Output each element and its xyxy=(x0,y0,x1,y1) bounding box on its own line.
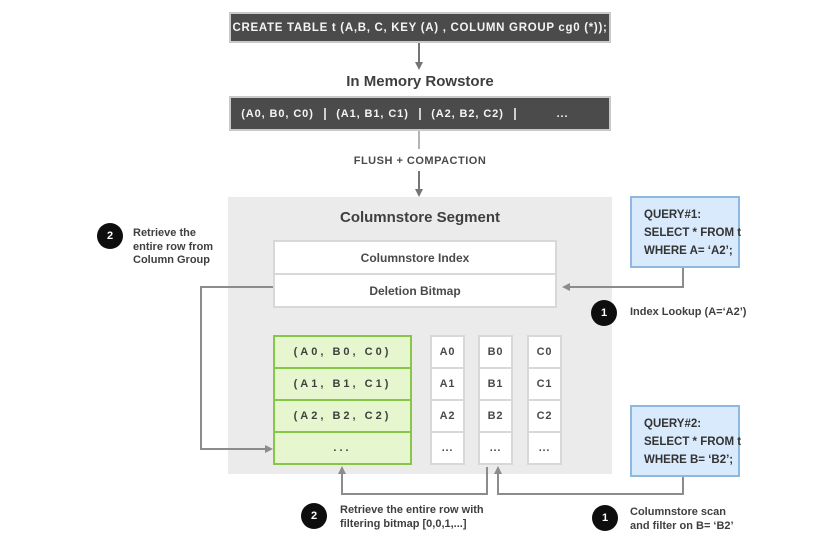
column-a-box: A0 A1 A2 ... xyxy=(430,335,465,465)
column-cell: ... xyxy=(480,431,511,463)
arrow-down-icon xyxy=(414,62,423,70)
column-cell: ... xyxy=(432,431,463,463)
create-table-box: CREATE TABLE t (A,B, C, KEY (A) , COLUMN… xyxy=(229,12,611,43)
step-label-scan-filter: Columnstore scan and filter on B= ‘B2’ xyxy=(630,506,770,533)
step-number: 2 xyxy=(310,510,318,522)
bitmap-connector-v2 xyxy=(341,474,343,495)
flow-line-mid2 xyxy=(418,171,420,190)
rowstore-cell: (A2, B2, C2) xyxy=(419,107,514,120)
query1-line: WHERE A= ‘A2’; xyxy=(644,245,733,257)
column-cell: C2 xyxy=(529,399,560,431)
step-label-line: Columnstore scan xyxy=(630,506,726,518)
query2-line: WHERE B= ‘B2’; xyxy=(644,454,734,466)
step-label-retrieve-bitmap: Retrieve the entire row with filtering b… xyxy=(340,504,520,531)
column-cell: C0 xyxy=(536,346,553,358)
query1-line: QUERY#1: xyxy=(644,209,702,221)
rowstore-bar: (A0, B0, C0) (A1, B1, C1) (A2, B2, C2) .… xyxy=(229,96,611,131)
step-badge: 2 xyxy=(301,503,327,529)
column-cell: B1 xyxy=(480,367,511,399)
rowstore-cell: (A1, B1, C1) xyxy=(324,107,419,120)
group-connector-h2 xyxy=(200,448,266,450)
column-group-row: (A2, B2, C2) xyxy=(275,399,410,431)
q2-connector-v2 xyxy=(497,474,499,495)
column-cell: A1 xyxy=(432,367,463,399)
query1-box: QUERY#1: SELECT * FROM t WHERE A= ‘A2’; xyxy=(630,196,742,268)
create-table-sql: CREATE TABLE t (A,B, C, KEY (A) , COLUMN… xyxy=(232,21,608,34)
step-label-line: Retrieve the entire row with xyxy=(340,504,484,516)
step-label-line: Index Lookup (A=‘A2’) xyxy=(630,306,747,318)
step-label-line: Column Group xyxy=(133,254,210,266)
step-badge: 1 xyxy=(592,505,618,531)
rowstore-title: In Memory Rowstore xyxy=(346,73,494,90)
column-group-row: ... xyxy=(275,431,410,463)
query1-line: SELECT * FROM t xyxy=(644,227,742,239)
column-cell: B2 xyxy=(480,399,511,431)
arrow-right-icon xyxy=(265,444,273,453)
column-c-box: C0 C1 C2 ... xyxy=(527,335,562,465)
step-label-line: filtering bitmap [0,0,1,...] xyxy=(340,517,467,530)
step-number: 2 xyxy=(106,230,114,242)
column-cell: A0 xyxy=(439,346,456,358)
segment-title: Columnstore Segment xyxy=(339,209,501,226)
column-cell: ... xyxy=(529,431,560,463)
column-cell: C1 xyxy=(529,367,560,399)
q1-connector-h xyxy=(570,286,684,288)
q1-connector-v xyxy=(682,268,684,288)
column-cell: A2 xyxy=(432,399,463,431)
bitmap-connector-h xyxy=(341,493,488,495)
step-badge: 1 xyxy=(591,300,617,326)
column-cell: B0 xyxy=(487,346,504,358)
step-label-index-lookup: Index Lookup (A=‘A2’) xyxy=(630,306,780,320)
deletion-bitmap-row: Deletion Bitmap xyxy=(275,273,555,306)
arrow-down-icon xyxy=(414,189,423,197)
flush-compaction-label: FLUSH + COMPACTION xyxy=(353,155,487,167)
step-label-line: Retrieve the xyxy=(133,227,196,239)
column-group-row: (A0, B0, C0) xyxy=(293,346,392,358)
column-b-box: B0 B1 B2 ... xyxy=(478,335,513,465)
query2-line: QUERY#2: xyxy=(644,418,702,430)
arrow-up-icon xyxy=(493,466,502,474)
step-label-line: and filter on B= ‘B2’ xyxy=(630,519,734,532)
columnstore-index-row: Columnstore Index xyxy=(360,250,470,265)
q2-connector-v1 xyxy=(682,477,684,495)
step-number: 1 xyxy=(600,307,608,319)
flow-line-top xyxy=(418,43,420,63)
step-label-retrieve-group: Retrieve the entire row from Column Grou… xyxy=(133,227,233,268)
q2-connector-h xyxy=(497,493,684,495)
column-group-box: (A0, B0, C0) (A1, B1, C1) (A2, B2, C2) .… xyxy=(273,335,412,465)
step-number: 1 xyxy=(601,512,609,524)
rowstore-cell: ... xyxy=(514,107,609,120)
rowstore-cell: (A0, B0, C0) xyxy=(241,107,314,120)
group-connector-h1 xyxy=(200,286,273,288)
flow-line-mid xyxy=(418,131,420,149)
bitmap-connector-v1 xyxy=(486,467,488,495)
column-group-row: (A1, B1, C1) xyxy=(275,367,410,399)
group-connector-v xyxy=(200,286,202,450)
arrow-up-icon xyxy=(337,466,346,474)
step-badge: 2 xyxy=(97,223,123,249)
query2-box: QUERY#2: SELECT * FROM t WHERE B= ‘B2’; xyxy=(630,405,742,477)
index-bitmap-box: Columnstore Index Deletion Bitmap xyxy=(273,240,557,308)
arrow-left-icon xyxy=(562,282,570,291)
query2-line: SELECT * FROM t xyxy=(644,436,742,448)
step-label-line: entire row from xyxy=(133,240,214,253)
